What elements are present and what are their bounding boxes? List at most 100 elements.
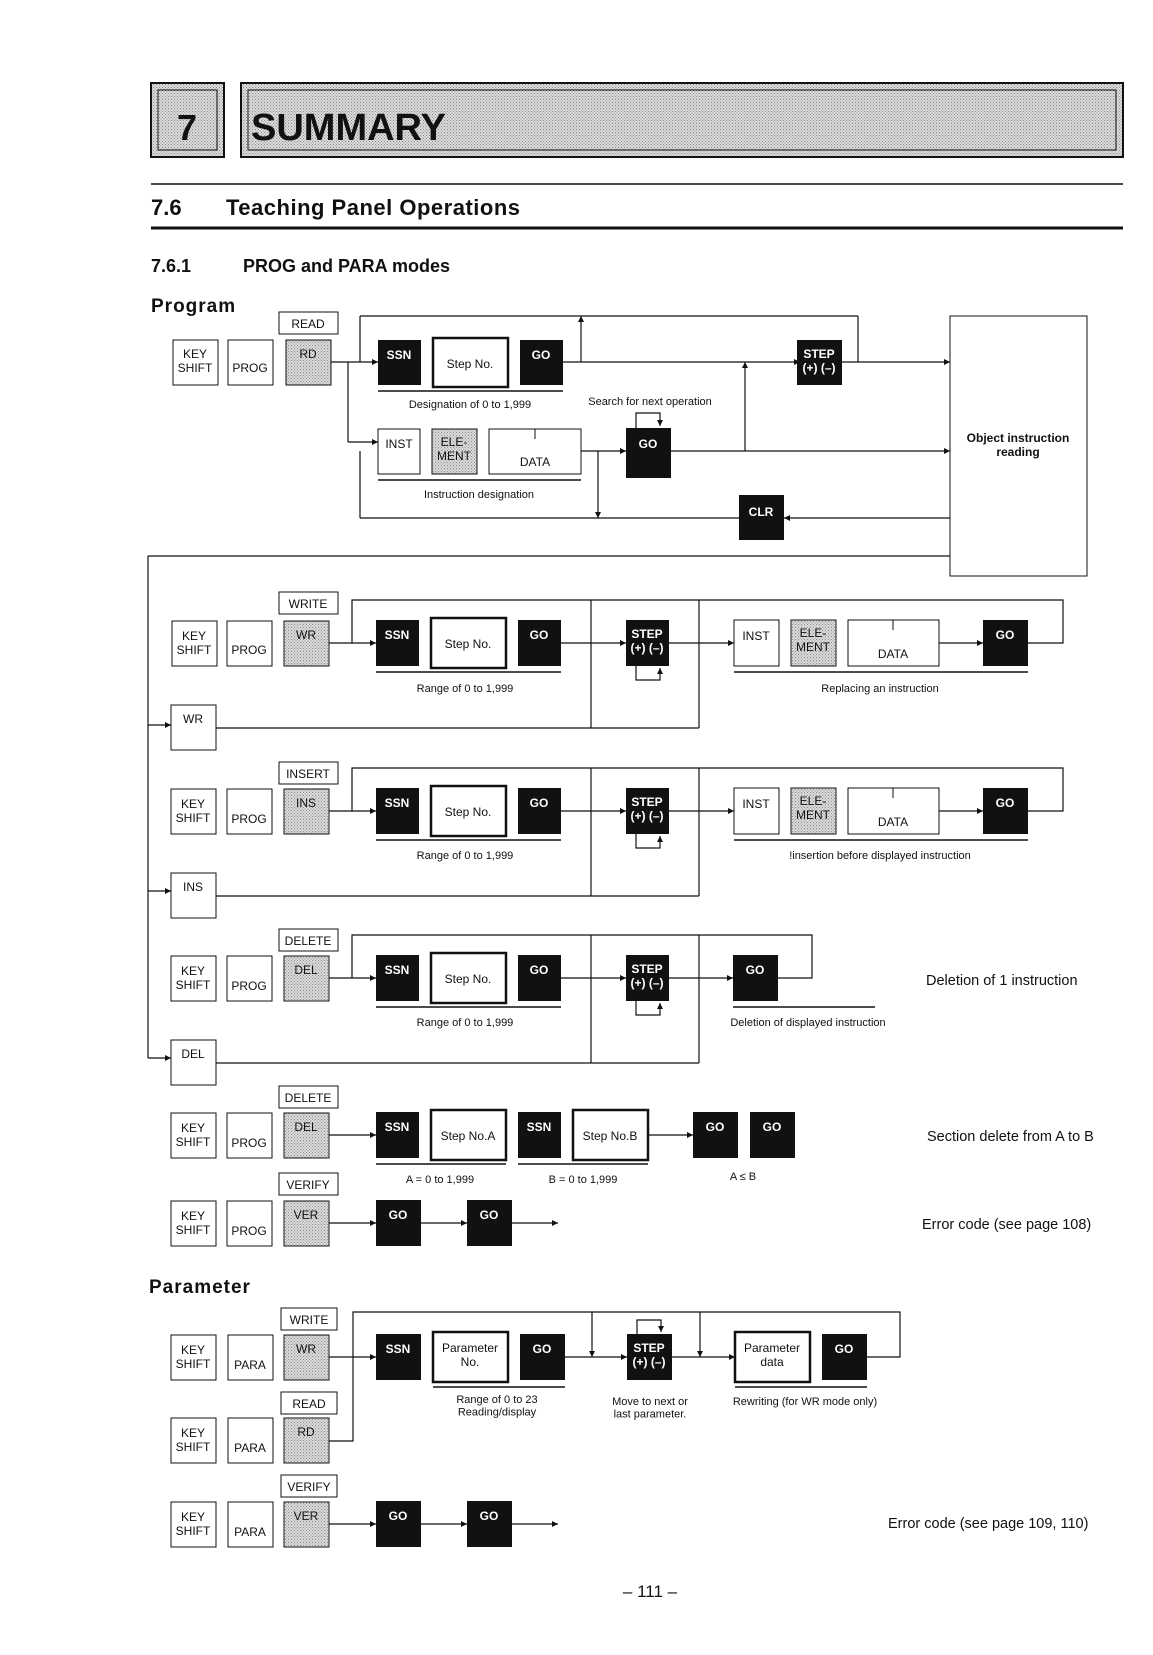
prog-button[interactable]: PROG	[226, 620, 273, 667]
svg-text:VER: VER	[294, 1509, 319, 1523]
go-end-button[interactable]: GO	[983, 788, 1028, 834]
step-plus-minus-button[interactable]: STEP(+) (–)	[797, 340, 842, 385]
verify-note: Error code (see page 108)	[922, 1217, 1091, 1233]
ver-button[interactable]: VER	[283, 1501, 330, 1548]
step-no-field[interactable]: Step No.	[429, 616, 508, 670]
search-caption: Search for next operation	[588, 396, 712, 408]
inst-button[interactable]: INST	[733, 787, 780, 835]
go-first-button[interactable]: GO	[376, 1200, 421, 1246]
prog-button[interactable]: PROG	[226, 1200, 273, 1247]
clr-button[interactable]: CLR	[739, 495, 784, 540]
svg-text:WR: WR	[183, 712, 203, 726]
ssn-button[interactable]: SSN	[376, 1334, 421, 1380]
step-no-field[interactable]: Step No.	[429, 784, 508, 838]
element-button[interactable]: ELE-MENT	[431, 428, 478, 475]
element-button[interactable]: ELE-MENT	[790, 787, 837, 835]
ssn-a-button[interactable]: SSN	[376, 1112, 419, 1158]
rd-button[interactable]: RD	[285, 339, 332, 386]
ins-button[interactable]: INS	[283, 788, 330, 835]
step-plus-minus-button[interactable]: STEP(+) (–)	[626, 620, 669, 666]
del-loop-button[interactable]: DEL	[170, 1039, 217, 1086]
data-field[interactable]: DATA	[847, 787, 940, 835]
ssn-button[interactable]: SSN	[376, 620, 419, 666]
data-field[interactable]: DATA	[847, 619, 940, 667]
step-no-field[interactable]: Step No.	[429, 951, 508, 1005]
svg-text:GO: GO	[639, 437, 658, 451]
go-second-button[interactable]: GO	[750, 1112, 795, 1158]
chapter-header: 7 SUMMARY	[150, 82, 1124, 158]
prog-button[interactable]: PROG	[226, 955, 273, 1002]
a-range-caption: A = 0 to 1,999	[406, 1174, 474, 1186]
svg-text:Step No.: Step No.	[447, 357, 494, 371]
go-end-button[interactable]: GO	[822, 1334, 867, 1380]
svg-text:Step No.: Step No.	[445, 972, 492, 986]
prog-button[interactable]: PROG	[227, 339, 274, 386]
go-search-button[interactable]: GO	[626, 428, 671, 478]
go-button[interactable]: GO	[518, 620, 561, 666]
svg-text:WRITE: WRITE	[290, 1313, 329, 1327]
go-first-button[interactable]: GO	[376, 1501, 421, 1547]
range-caption: Range of 0 to 1,999	[417, 1017, 514, 1029]
rd-button[interactable]: RD	[283, 1417, 330, 1464]
del-button[interactable]: DEL	[283, 1112, 330, 1159]
go-button[interactable]: GO	[518, 955, 561, 1001]
go-end-button[interactable]: GO	[733, 955, 778, 1001]
step-no-field[interactable]: Step No.	[431, 336, 510, 389]
go-second-button[interactable]: GO	[467, 1501, 512, 1547]
svg-text:GO: GO	[480, 1208, 499, 1222]
wr-loop-button[interactable]: WR	[170, 704, 217, 751]
go-button[interactable]: GO	[520, 340, 563, 385]
prog-button[interactable]: PROG	[226, 1112, 273, 1159]
go-second-button[interactable]: GO	[467, 1200, 512, 1246]
element-button[interactable]: ELE-MENT	[790, 619, 837, 667]
ssn-b-button[interactable]: SSN	[518, 1112, 561, 1158]
svg-text:PROG: PROG	[231, 643, 266, 657]
wr-button[interactable]: WR	[283, 620, 330, 667]
step-no-a-field[interactable]: Step No.A	[429, 1108, 508, 1162]
go-button[interactable]: GO	[520, 1334, 565, 1380]
del-button[interactable]: DEL	[283, 955, 330, 1002]
go-first-button[interactable]: GO	[693, 1112, 738, 1158]
step-plus-minus-button[interactable]: STEP(+) (–)	[626, 788, 669, 834]
para-button[interactable]: PARA	[227, 1334, 274, 1381]
svg-text:STEP(+) (–): STEP(+) (–)	[631, 795, 664, 823]
go-end-button[interactable]: GO	[983, 620, 1028, 666]
wr-button[interactable]: WR	[283, 1334, 330, 1381]
step-plus-minus-button[interactable]: STEP(+) (–)	[626, 955, 669, 1001]
step-plus-minus-button[interactable]: STEP(+) (–)	[627, 1334, 672, 1380]
ssn-button[interactable]: SSN	[376, 955, 419, 1001]
ssn-button[interactable]: SSN	[376, 788, 419, 834]
inst-button[interactable]: INST	[377, 428, 421, 475]
svg-text:GO: GO	[530, 628, 549, 642]
svg-text:INSERT: INSERT	[286, 767, 330, 781]
para-button[interactable]: PARA	[227, 1501, 274, 1548]
para-button[interactable]: PARA	[227, 1417, 274, 1464]
ver-button[interactable]: VER	[283, 1200, 330, 1247]
step-no-b-field[interactable]: Step No.B	[571, 1108, 650, 1162]
svg-text:GO: GO	[706, 1120, 725, 1134]
b-range-caption: B = 0 to 1,999	[549, 1174, 618, 1186]
inst-button[interactable]: INST	[733, 619, 780, 667]
ssn-button[interactable]: SSN	[378, 340, 421, 385]
prog-button[interactable]: PROG	[226, 788, 273, 835]
ins-loop-button[interactable]: INS	[170, 872, 217, 919]
go-button[interactable]: GO	[518, 788, 561, 834]
data-field[interactable]: DATA	[488, 428, 582, 475]
mode-label-insert: INSERT	[278, 761, 339, 785]
